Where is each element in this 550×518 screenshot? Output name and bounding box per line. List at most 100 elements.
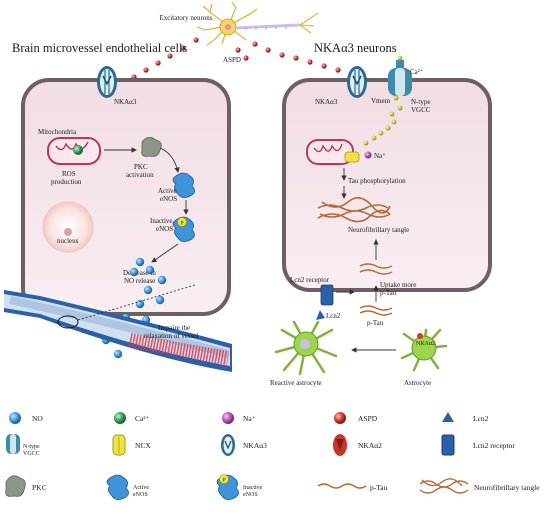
legend: NO Ca²⁺ Na⁺ ASPD Lcn2 N-type VGCC NCX NK… (5, 412, 540, 500)
ncx-exchanger (344, 151, 360, 163)
nft-label: Neurofibrillary tangle (348, 226, 409, 234)
calcium-ion (397, 105, 403, 111)
aspd-particle (307, 59, 313, 65)
legend-label-no: NO (32, 414, 43, 423)
ros-label: ROS (62, 170, 76, 178)
decrease-label-2: NO release (124, 277, 155, 285)
na-label: Na⁺ (374, 152, 386, 160)
svg-text:P: P (180, 221, 183, 227)
arrow-pkc-to-enos (159, 147, 180, 173)
no-molecule (135, 299, 145, 309)
calcium-ion (393, 95, 399, 101)
lcn2-receptor-label: Lcn2 receptor (290, 276, 330, 284)
lcn2-receptor-icon (441, 434, 455, 456)
legend-active-2: eNOS (133, 492, 148, 498)
nka-alpha2-label: NKAα2 (416, 341, 435, 347)
aspd-particle (321, 63, 327, 69)
excitatory-neurons-label: Excitatory neurons (159, 14, 212, 22)
aspd-particle (143, 67, 149, 73)
lcn2-label: Lcn2 (326, 312, 341, 320)
aspd-particle (335, 67, 341, 73)
active-enos (172, 172, 195, 198)
aspd-particle (180, 45, 186, 51)
aspd-particle (252, 41, 258, 47)
nucleus (42, 201, 94, 253)
calcium-ion (385, 125, 391, 131)
calcium-ion (378, 130, 384, 136)
tau-phosphorylation-label: Tau phosphorylation (348, 177, 406, 185)
aspd-particle (243, 55, 249, 61)
calcium-ion (397, 55, 403, 61)
nka-alpha3-channel (97, 66, 117, 98)
legend-label-ptau: p-Tau (370, 483, 388, 492)
active-enos-label-2: eNOS (160, 195, 177, 203)
neurofibrillary-tangle-icon (419, 478, 469, 494)
legend-label-aspd: ASPD (358, 414, 378, 423)
neuron-cell (282, 78, 492, 292)
lcn2-receptor (320, 284, 334, 306)
right-cell-title: NKAα3 neurons (314, 41, 397, 55)
pkc-label: PKC (134, 163, 148, 171)
calcium-ion (391, 119, 397, 125)
legend-label-nft: Neurofibrillary tangle (474, 483, 540, 492)
astrocyte-label: Astrocyte (404, 379, 431, 387)
legend-label-nka2: NKAα2 (358, 441, 382, 450)
p-tau-icon (317, 483, 367, 489)
n-type-vgcc-channel (388, 60, 412, 96)
no-molecule (157, 275, 167, 285)
no-molecule (135, 257, 145, 267)
uptake-label-1: Uptake more (380, 281, 416, 289)
left-cell-title: Brain microvessel endothelial cells (12, 41, 187, 55)
calcium-ions (363, 55, 403, 146)
mitochondrion-right (306, 139, 354, 165)
excitatory-neuron (196, 1, 319, 46)
no-molecule (143, 285, 153, 295)
nka-alpha3-icon (221, 434, 235, 456)
ros-production-label: production (51, 178, 82, 186)
blood-vessel (4, 290, 232, 372)
inactive-enos-icon: P (216, 474, 239, 500)
aspd-label: ASPD (223, 56, 241, 64)
sodium-sphere-icon (222, 412, 234, 424)
legend-label-ncx: NCX (135, 441, 151, 450)
zoom-line (77, 284, 196, 321)
pkc-protein (141, 137, 162, 157)
aspd-particle (265, 47, 271, 53)
legend-p-badge: P (222, 478, 225, 484)
legend-label-nka3: NKAα3 (243, 441, 267, 450)
pkc-icon (5, 475, 26, 497)
calcium-sphere-icon (114, 412, 126, 424)
nka-alpha2-icon (333, 434, 347, 456)
inactive-enos: P (172, 216, 195, 242)
nucleus-label: nucleus (57, 237, 79, 245)
p-tau-outside (359, 305, 393, 316)
aspd-particle (193, 37, 199, 43)
aspd-particle (279, 52, 285, 58)
ncx-icon (112, 434, 126, 456)
arrow-enos-to-no (151, 243, 179, 263)
nka-alpha3-label-right: NKAα3 (315, 98, 338, 106)
legend-vgcc-1: N-type (23, 444, 40, 450)
ca-label: Ca²⁺ (410, 68, 424, 76)
legend-active-1: Active (133, 485, 149, 491)
reactive-astrocyte-label: Reactive astrocyte (270, 379, 322, 387)
nka-alpha3-label: NKAα3 (114, 98, 137, 106)
no-molecule (129, 267, 139, 277)
aspd-particle (155, 60, 161, 66)
aspd-particle (167, 53, 173, 59)
calcium-ion (371, 135, 377, 141)
aspd-particle (293, 55, 299, 61)
mitochondria-label: Mitochondria (38, 128, 77, 136)
neurofibrillary-tangle (317, 197, 391, 223)
legend-label-lcn2-receptor: Lcn2 receptor (473, 441, 515, 450)
active-enos-label-1: Active (158, 187, 177, 195)
n-type-vgcc-icon (6, 434, 20, 454)
impair-label-2: relaxation of vessel (144, 332, 198, 340)
astrocyte (400, 328, 448, 372)
calcium-ion (363, 140, 369, 146)
legend-inactive-2: eNOS (243, 492, 258, 498)
inactive-enos-label-1: Inactive (150, 217, 173, 225)
no-molecule (113, 349, 123, 359)
legend-vgcc-2: VGCC (23, 451, 40, 457)
